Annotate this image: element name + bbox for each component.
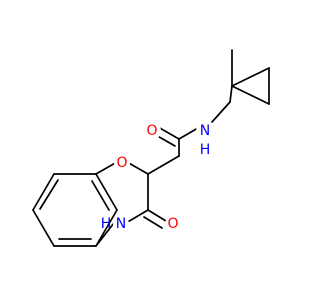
bond-chiral-carbon-methylene xyxy=(147,155,180,175)
amide-nitrogen-label: N xyxy=(200,123,210,139)
bond-aryl-ring-oxygen xyxy=(95,161,118,175)
bond-benzene-3-inner xyxy=(91,180,110,211)
bond-benzene-1 xyxy=(32,173,55,211)
bond-amide-carbonyl xyxy=(157,126,180,140)
bond-methylene-quaternary-carbon xyxy=(229,85,233,103)
amide-hydrogen-label: H xyxy=(200,142,211,158)
bond-benzene-1-inner xyxy=(39,179,59,210)
amide-carbonyl-oxygen-label: O xyxy=(146,123,157,139)
bonds xyxy=(32,49,270,247)
atom-labels: O N H O O N H xyxy=(101,122,214,232)
bond-lactam-carbonyl-double xyxy=(143,216,163,229)
bond-amide-carbon-nitrogen xyxy=(178,127,199,140)
bond-benzene-4 xyxy=(95,209,118,247)
ring-oxygen-label: O xyxy=(116,155,127,171)
bond-benzene-6 xyxy=(32,209,55,247)
bond-ring-oxygen-chiral-carbon xyxy=(126,161,149,175)
bond-benzene-3 xyxy=(95,173,118,211)
molecule-structure: O N H O O N H xyxy=(32,49,270,247)
lactam-nitrogen-label: N xyxy=(116,216,126,232)
bond-cyclopropane-3 xyxy=(231,85,270,105)
bond-lactam-carbon-nitrogen xyxy=(125,209,149,224)
bond-lactam-nitrogen-aryl xyxy=(95,222,115,247)
lactam-oxygen-label: O xyxy=(167,216,178,232)
bond-cyclopropane-1 xyxy=(231,67,270,87)
bond-lactam-carbonyl xyxy=(147,209,167,222)
bond-amide-nitrogen-methylene xyxy=(211,101,231,123)
lactam-hydrogen-label: H xyxy=(101,216,112,232)
